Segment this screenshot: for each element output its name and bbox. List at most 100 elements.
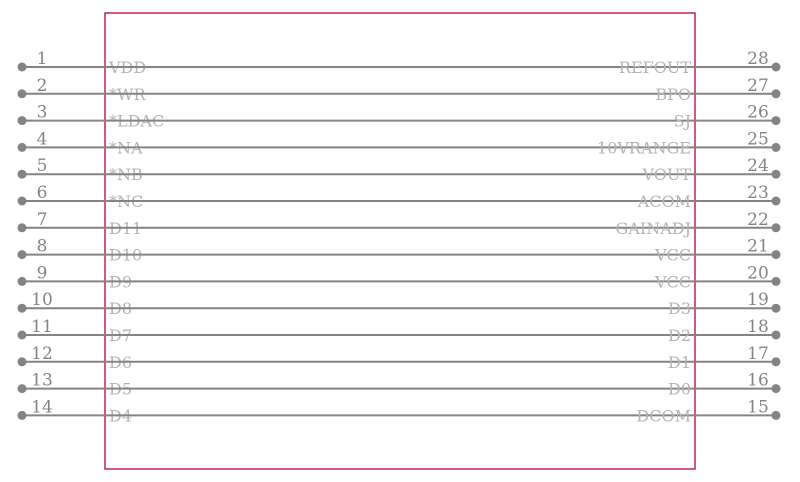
pin-endpoint-dot bbox=[771, 303, 781, 313]
pin-number: 9 bbox=[37, 263, 48, 283]
pin-28: 28 REFOUT bbox=[105, 49, 781, 77]
pin-number: 11 bbox=[31, 317, 53, 337]
pin-name-label: D1 bbox=[668, 353, 691, 372]
pin-endpoint-dot bbox=[17, 410, 27, 420]
pin-endpoint-dot bbox=[771, 357, 781, 367]
pin-number: 26 bbox=[747, 103, 769, 123]
right-pin-group: 28REFOUT27BPO26SJ2510VRANGE24VOUT23ACOM2… bbox=[105, 49, 781, 425]
pin-2: 2*WR bbox=[17, 76, 146, 104]
pin-number: 25 bbox=[747, 129, 769, 149]
pin-name-label: D3 bbox=[668, 299, 691, 318]
pin-endpoint-dot bbox=[771, 196, 781, 206]
pin-name-label: BPO bbox=[655, 85, 691, 104]
pin-16: 16 D0 bbox=[105, 371, 781, 399]
pin-endpoint-dot bbox=[771, 116, 781, 126]
pin-number: 21 bbox=[747, 237, 769, 257]
pin-18: 18 D2 bbox=[105, 317, 781, 345]
pin-number: 24 bbox=[747, 156, 769, 176]
ic-body-outline bbox=[104, 12, 696, 470]
pin-24: 24 VOUT bbox=[105, 156, 781, 184]
pin-endpoint-dot bbox=[17, 142, 27, 152]
pin-endpoint-dot bbox=[771, 330, 781, 340]
pin-endpoint-dot bbox=[17, 276, 27, 286]
pin-number: 6 bbox=[37, 183, 48, 203]
pin-6: 6*NC bbox=[17, 183, 143, 211]
pin-22: 22 GAINADJ bbox=[105, 210, 781, 238]
pin-number: 16 bbox=[747, 371, 769, 391]
pin-23: 23 ACOM bbox=[105, 183, 781, 211]
pin-number: 2 bbox=[37, 76, 48, 96]
pin-endpoint-dot bbox=[771, 250, 781, 260]
pin-name-label: VCC bbox=[654, 246, 691, 265]
pin-name-label: VOUT bbox=[641, 165, 691, 184]
pin-endpoint-dot bbox=[771, 276, 781, 286]
pin-number: 1 bbox=[37, 49, 48, 69]
pin-endpoint-dot bbox=[771, 223, 781, 233]
pin-number: 15 bbox=[747, 397, 769, 417]
pin-name-label: D2 bbox=[668, 326, 691, 345]
pin-name-label: ACOM bbox=[637, 192, 691, 211]
pin-number: 13 bbox=[31, 371, 53, 391]
pin-name-label: SJ bbox=[674, 112, 691, 131]
pin-endpoint-dot bbox=[17, 303, 27, 313]
pin-25: 25 10VRANGE bbox=[105, 129, 781, 157]
pin-endpoint-dot bbox=[17, 384, 27, 394]
pin-number: 22 bbox=[747, 210, 769, 230]
pin-number: 12 bbox=[31, 344, 53, 364]
pin-endpoint-dot bbox=[17, 357, 27, 367]
pin-endpoint-dot bbox=[17, 196, 27, 206]
pin-endpoint-dot bbox=[17, 250, 27, 260]
pin-endpoint-dot bbox=[17, 116, 27, 126]
pin-number: 4 bbox=[37, 129, 48, 149]
pin-number: 28 bbox=[747, 49, 769, 69]
pin-number: 19 bbox=[747, 290, 769, 310]
pin-number: 10 bbox=[31, 290, 53, 310]
pin-endpoint-dot bbox=[771, 89, 781, 99]
pin-number: 20 bbox=[747, 263, 769, 283]
pin-number: 27 bbox=[747, 76, 769, 96]
pin-19: 19 D3 bbox=[105, 290, 781, 318]
pin-endpoint-dot bbox=[771, 410, 781, 420]
pin-5: 5*NB bbox=[17, 156, 143, 184]
pin-26: 26 SJ bbox=[105, 103, 781, 131]
pin-endpoint-dot bbox=[17, 169, 27, 179]
pin-27: 27 BPO bbox=[105, 76, 781, 104]
pin-17: 17 D1 bbox=[105, 344, 781, 372]
pin-21: 21 VCC bbox=[105, 237, 781, 265]
pin-number: 23 bbox=[747, 183, 769, 203]
pin-number: 17 bbox=[747, 344, 769, 364]
pin-number: 8 bbox=[37, 237, 48, 257]
pin-number: 5 bbox=[37, 156, 48, 176]
pin-number: 14 bbox=[31, 397, 53, 417]
pin-name-label: 10VRANGE bbox=[597, 138, 691, 157]
pin-name-label: D0 bbox=[668, 380, 691, 399]
pin-name-label: VCC bbox=[654, 272, 691, 291]
pin-20: 20 VCC bbox=[105, 263, 781, 291]
pin-endpoint-dot bbox=[771, 169, 781, 179]
pin-endpoint-dot bbox=[17, 62, 27, 72]
pin-number: 3 bbox=[37, 103, 48, 123]
pin-endpoint-dot bbox=[17, 330, 27, 340]
pin-name-label: GAINADJ bbox=[616, 219, 691, 238]
pin-endpoint-dot bbox=[17, 223, 27, 233]
pin-number: 18 bbox=[747, 317, 769, 337]
pin-endpoint-dot bbox=[771, 142, 781, 152]
pin-endpoint-dot bbox=[771, 62, 781, 72]
pin-4: 4*NA bbox=[17, 129, 143, 157]
pin-endpoint-dot bbox=[771, 384, 781, 394]
pin-3: 3*LDAC bbox=[17, 103, 164, 131]
pin-number: 7 bbox=[37, 210, 48, 230]
pin-name-label: REFOUT bbox=[619, 58, 691, 77]
